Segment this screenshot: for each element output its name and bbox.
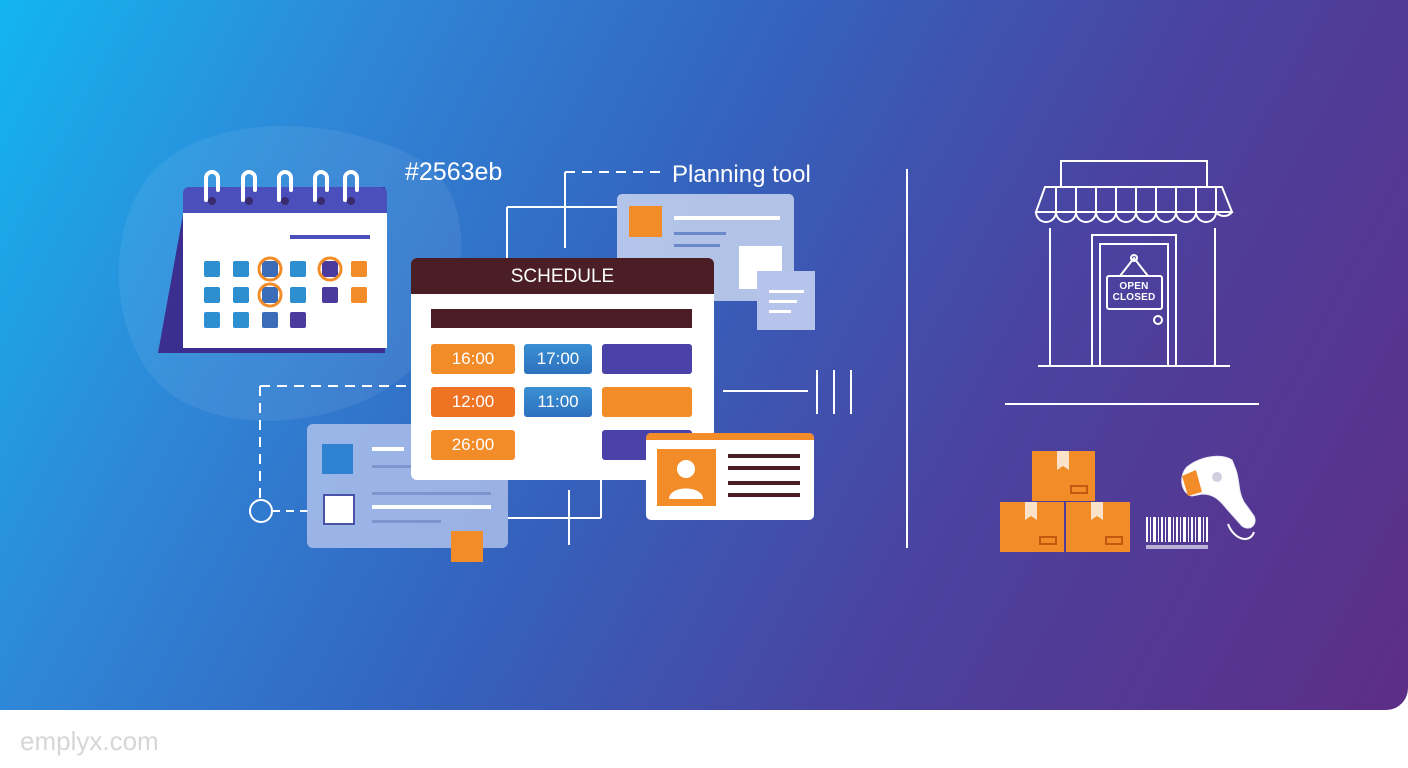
avatar-head	[677, 460, 695, 478]
schedule-slot: 12:00	[431, 387, 515, 417]
hero-banner: #2563eb Planning tool SCHEDULE 16:00 17:…	[0, 0, 1408, 710]
color-hex-label: #2563eb	[405, 158, 503, 186]
schedule-slot: 17:00	[524, 344, 592, 374]
schedule-slot: 11:00	[524, 387, 592, 417]
sign-line-closed: CLOSED	[1112, 292, 1156, 303]
banner-illustration	[158, 160, 1256, 562]
footer-domain: emplyx.com	[20, 726, 159, 756]
connector-lines	[259, 171, 852, 545]
schedule-slot: 16:00	[431, 344, 515, 374]
storefront-icon	[1034, 160, 1234, 367]
open-closed-sign: OPEN CLOSED	[1104, 281, 1164, 303]
schedule-title: SCHEDULE	[510, 266, 615, 287]
person-card-icon	[646, 433, 814, 520]
connector-node	[249, 499, 273, 523]
sign-line-open: OPEN	[1119, 281, 1149, 292]
schedule-slot: 26:00	[431, 430, 515, 460]
planning-tool-label: Planning tool	[672, 161, 811, 188]
calendar-icon	[158, 170, 387, 353]
barcode-scanner-icon	[1146, 455, 1256, 549]
boxes-icon	[1000, 451, 1130, 552]
